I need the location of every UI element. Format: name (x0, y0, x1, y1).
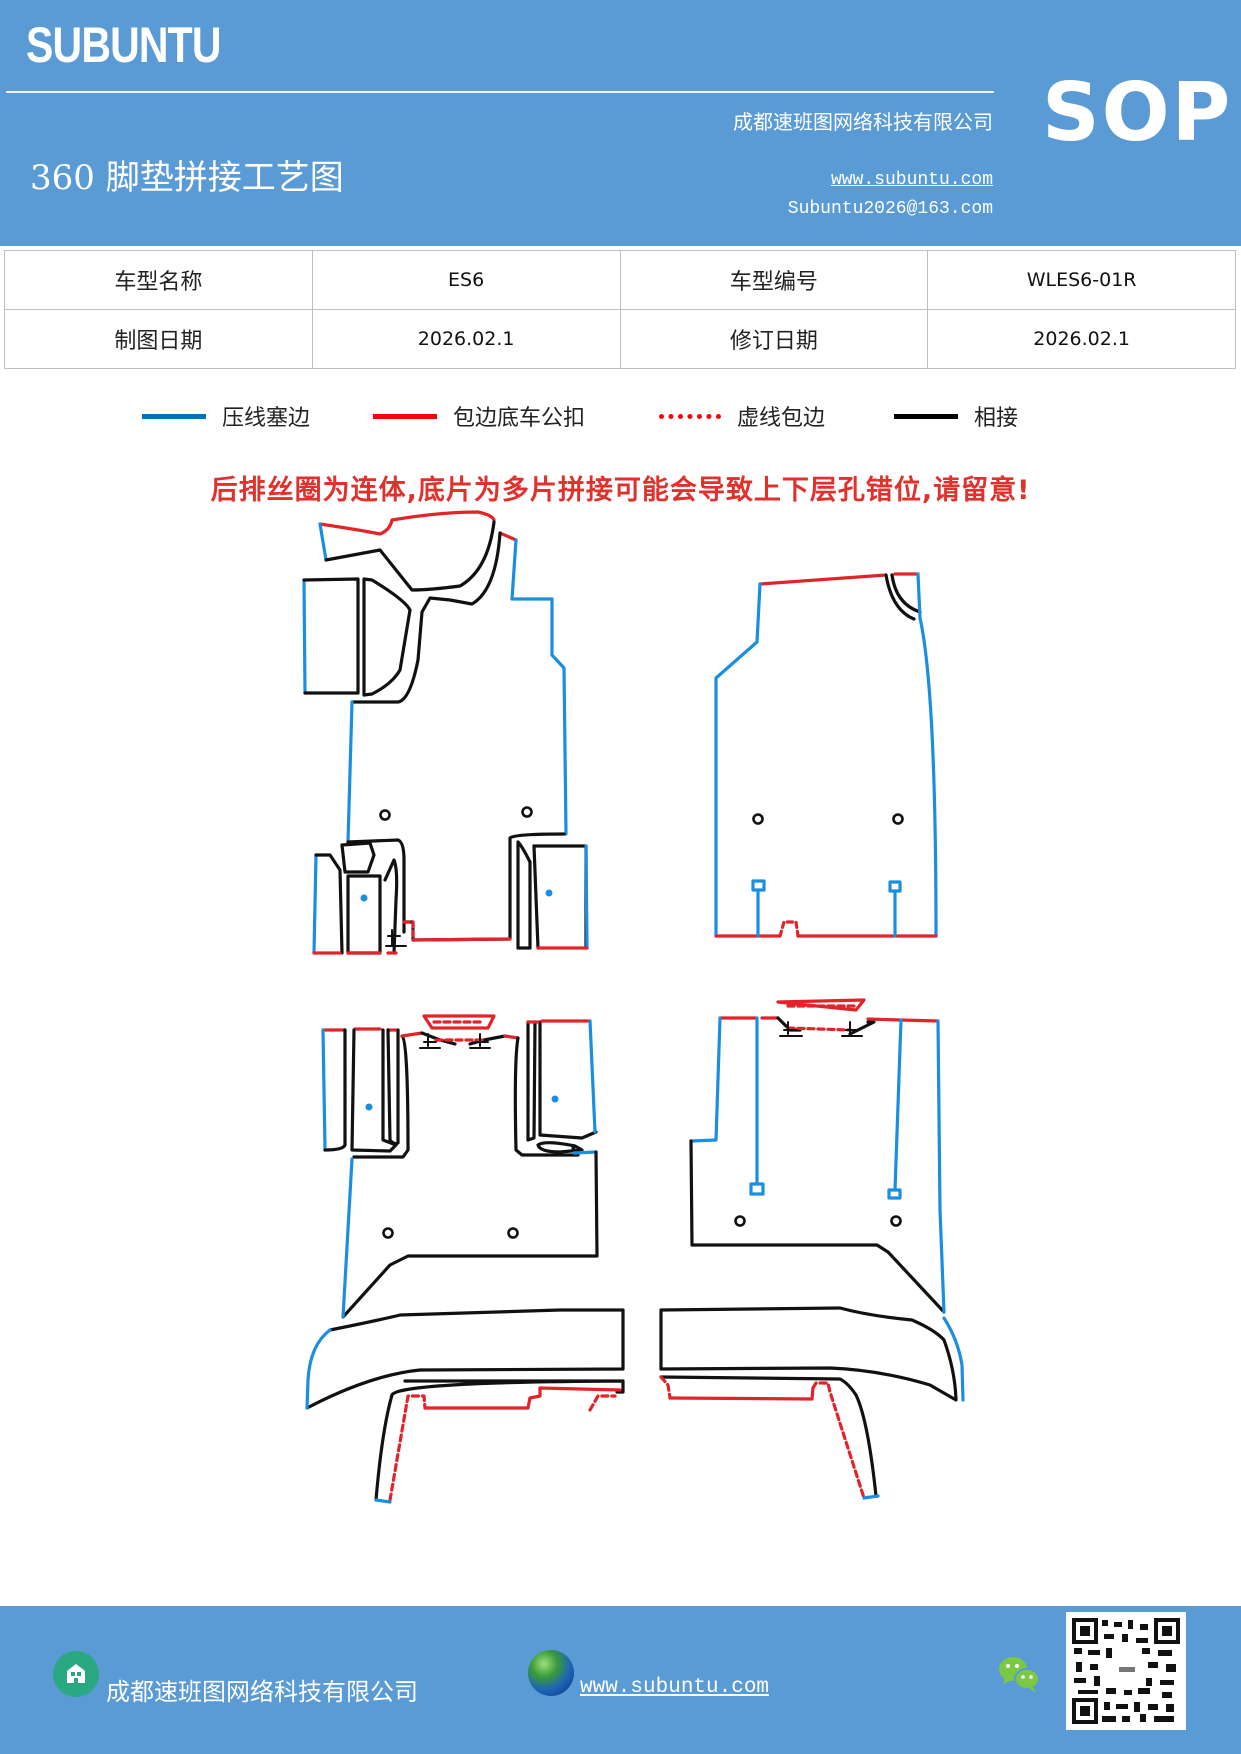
legend-label: 虚线包边 (737, 406, 826, 431)
value-revision-date: 2026.02.1 (927, 309, 1236, 369)
legend-label: 包边底车公扣 (453, 406, 586, 431)
value-model-code: WLES6-01R (927, 250, 1236, 310)
value-draw-date: 2026.02.1 (311, 309, 621, 369)
website-link[interactable]: www.subuntu.com (830, 170, 993, 190)
warning-note: 后排丝圈为连体,底片为多片拼接可能会导致上下层孔错位,请留意! (210, 475, 1031, 506)
footer-website-link[interactable]: www.subuntu.com (580, 1676, 770, 1699)
blue-line-swatch (142, 413, 206, 419)
legend-item-dotted-wrap: 虚线包边 (659, 400, 825, 432)
vehicle-info-table: 车型名称 ES6 车型编号 WLES6-01R 制图日期 2026.02.1 修… (4, 250, 1236, 369)
footer-company-name: 成都速班图网络科技有限公司 (106, 1678, 418, 1706)
label-model-code: 车型编号 (619, 250, 929, 310)
email-address[interactable]: Subuntu2026@163.com (787, 199, 993, 219)
brand-logo: SUBUNTU (26, 17, 222, 73)
label-draw-date: 制图日期 (4, 309, 313, 369)
black-line-swatch (894, 413, 958, 419)
table-row: 车型名称 ES6 车型编号 WLES6-01R (4, 250, 1236, 310)
driver-mat (302, 510, 589, 955)
qr-code (1066, 1612, 1186, 1730)
legend-item-joint: 相接 (894, 400, 1018, 432)
rear-right-tunnel (659, 1306, 965, 1500)
legend-item-press-edge: 压线塞边 (142, 400, 310, 432)
doc-type-label: SOP (1042, 66, 1233, 159)
legend-item-wrap-edge: 包边底车公扣 (373, 400, 585, 432)
table-row: 制图日期 2026.02.1 修订日期 2026.02.1 (4, 309, 1236, 369)
line-legend: 压线塞边 包边底车公扣 虚线包边 相接 (0, 400, 1241, 440)
house-icon (53, 1651, 99, 1697)
page-title: 360 脚垫拼接工艺图 (30, 158, 344, 198)
header-banner: SUBUNTU SOP 360 脚垫拼接工艺图 成都速班图网络科技有限公司 ww… (0, 0, 1241, 246)
passenger-mat (714, 572, 938, 938)
globe-icon (528, 1650, 574, 1696)
red-line-swatch (373, 413, 437, 419)
rear-left-tunnel (305, 1308, 625, 1504)
header-divider (6, 91, 994, 93)
legend-label: 压线塞边 (222, 406, 311, 431)
label-model-name: 车型名称 (4, 250, 313, 310)
rear-right-mat (689, 998, 946, 1314)
label-revision-date: 修订日期 (619, 309, 929, 369)
floor-mat-diagram (302, 510, 965, 1504)
legend-label: 相接 (974, 406, 1019, 431)
rear-left-mat (321, 1014, 599, 1319)
value-model-name: ES6 (311, 250, 621, 310)
red-dotted-swatch (659, 413, 721, 419)
company-name: 成都速班图网络科技有限公司 (733, 110, 993, 134)
wechat-icon (995, 1652, 1045, 1696)
